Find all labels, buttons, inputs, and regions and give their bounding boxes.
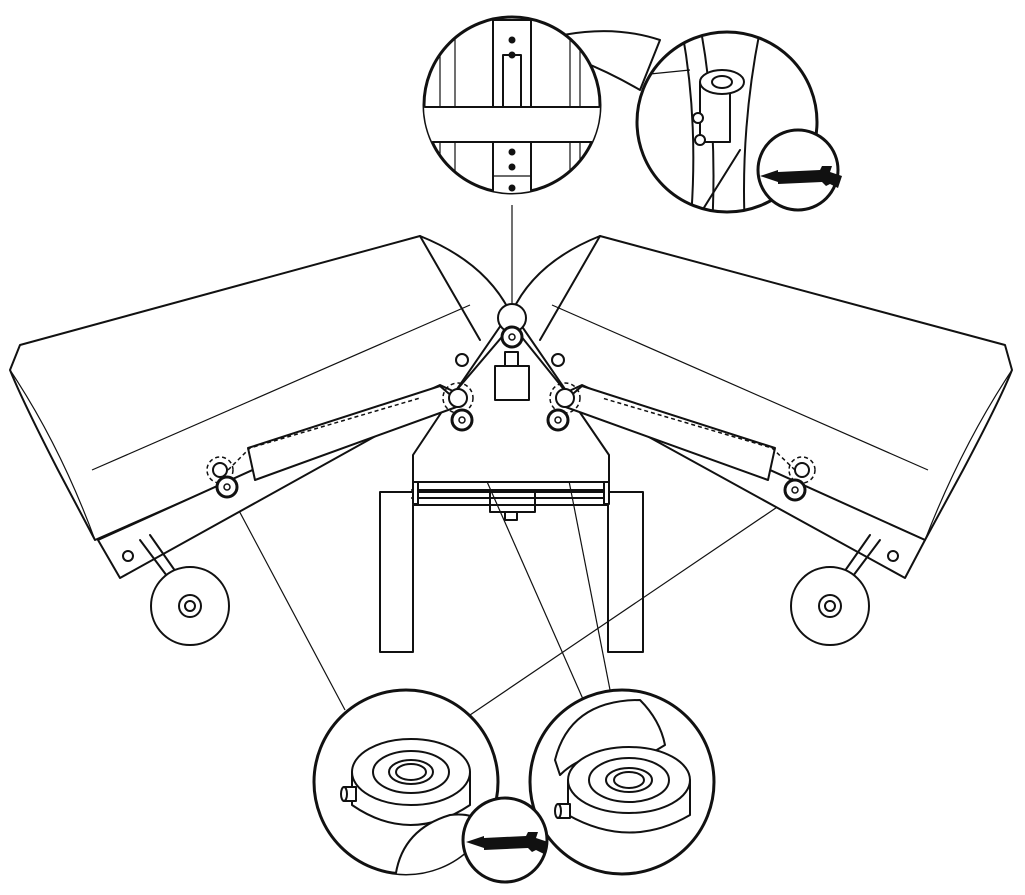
grease-gun-icon <box>756 128 842 212</box>
pivot-bearing-detail-right <box>528 688 716 876</box>
lubrication-points <box>215 325 807 502</box>
lube-point-pivot-left <box>450 408 474 432</box>
right-wing <box>511 235 1013 646</box>
center-frame <box>379 324 644 653</box>
top-hinge-detail <box>422 15 842 214</box>
lube-point-top-hinge <box>500 325 524 349</box>
grease-gun-icon <box>461 796 549 884</box>
lube-point-wing-left <box>215 475 239 499</box>
pivot-bearing-details <box>312 688 716 884</box>
lube-point-pivot-right <box>546 408 570 432</box>
lube-point-wing-right <box>783 478 807 502</box>
left-wing <box>9 235 511 646</box>
hinge-pivots <box>206 303 816 484</box>
